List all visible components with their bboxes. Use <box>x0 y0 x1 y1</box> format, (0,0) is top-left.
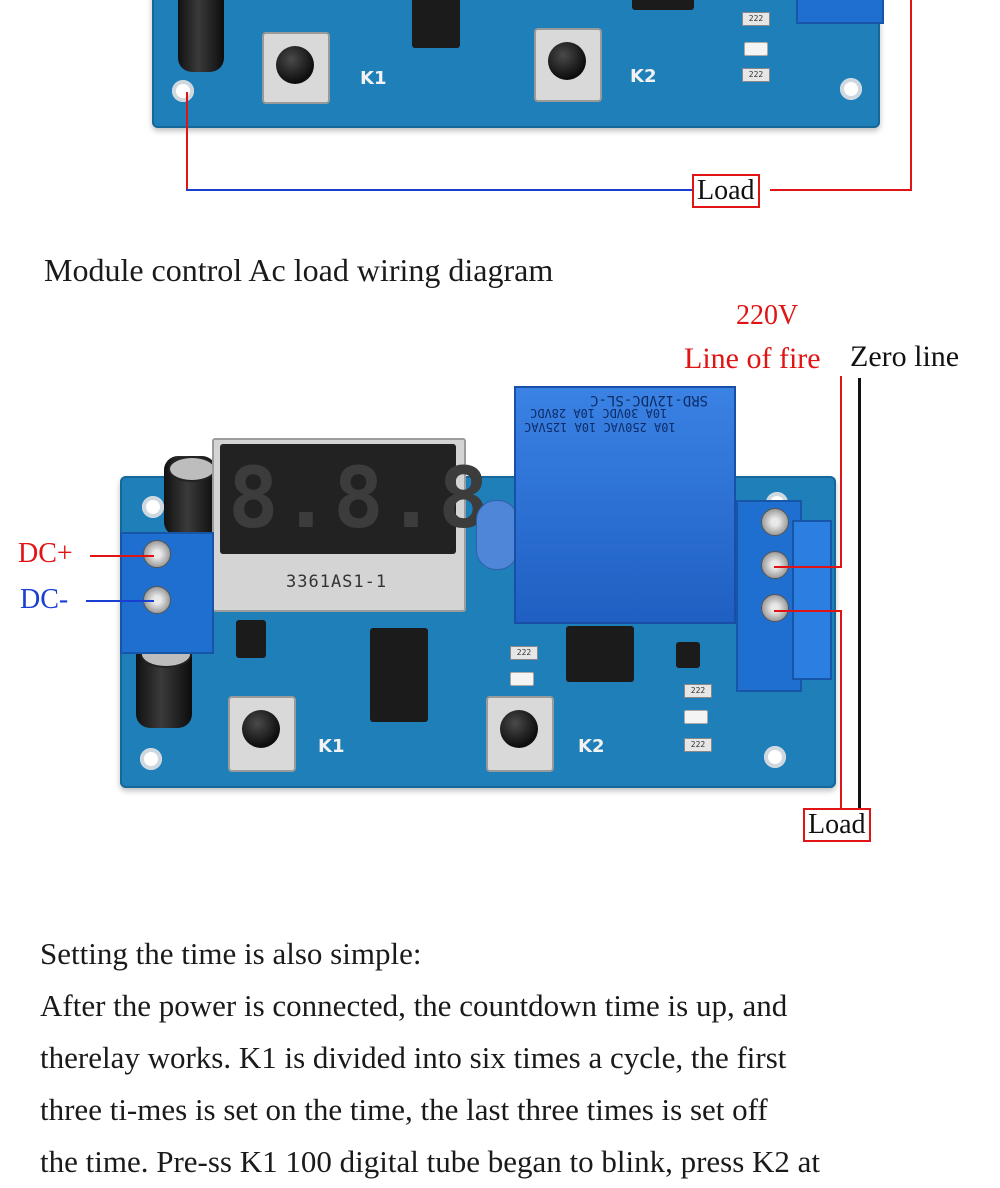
led-indicator-2 <box>684 710 708 724</box>
top-smd-resistor-1: 222 <box>742 12 770 26</box>
led-display-face <box>220 444 456 554</box>
top-wire-left-vertical <box>186 92 188 190</box>
fire-line-wire-vertical <box>840 376 842 568</box>
zero-line-label: Zero line <box>850 340 960 373</box>
description-line-2: therelay works. K1 is divided into six t… <box>40 1040 787 1075</box>
capacitor-top-cap <box>168 456 216 482</box>
top-k1-label: K1 <box>360 68 387 89</box>
k2-label: K2 <box>578 736 605 757</box>
top-led <box>744 42 768 56</box>
relay-marking-3: 10A 250VAC 10A 125VAC <box>524 420 676 434</box>
diode <box>676 642 700 668</box>
terminal-screw-3 <box>761 594 789 622</box>
fire-line-wire-horizontal <box>774 566 840 568</box>
mount-hole-bottom-left <box>140 748 162 770</box>
terminal-screw-2 <box>761 551 789 579</box>
led-display-part-number: 3361AS1-1 <box>286 572 388 592</box>
dc-plus-label: DC+ <box>18 538 73 569</box>
top-terminal-block <box>796 0 884 24</box>
terminal-screw-1 <box>761 508 789 536</box>
led-display-digits: 8.8.8 <box>228 449 491 547</box>
smd-resistor-2: 222 <box>684 684 712 698</box>
top-wire-bottom-blue <box>186 189 694 191</box>
top-wire-right-vertical <box>910 0 912 190</box>
mount-hole-bottom-right <box>764 746 786 768</box>
description-heading: Setting the time is also simple: <box>40 936 422 971</box>
ceramic-capacitor <box>476 500 518 570</box>
smd-resistor-1: 222 <box>510 646 538 660</box>
relay-terminal-block-side <box>792 520 832 680</box>
top-ic-chip <box>412 0 460 48</box>
top-smd-resistor-2: 222 <box>742 68 770 82</box>
section-title: Module control Ac load wiring diagram <box>44 252 554 288</box>
k1-knob <box>242 710 280 748</box>
top-board-mount-hole-left <box>172 80 194 102</box>
dc-screw-plus <box>143 540 171 568</box>
zero-line-wire <box>858 378 861 808</box>
load-wire-horizontal <box>774 610 840 612</box>
dc-minus-label: DC- <box>20 584 69 615</box>
top-board-mount-hole-right <box>840 78 862 100</box>
smd-resistor-3: 222 <box>684 738 712 752</box>
top-relay-driver-chip <box>632 0 694 10</box>
load-wire-vertical <box>840 610 842 808</box>
top-k2-label: K2 <box>630 66 657 87</box>
description-line-3: three ti-mes is set on the time, the las… <box>40 1092 768 1127</box>
top-load-label: Load <box>692 174 760 208</box>
fire-line-label: Line of fire <box>684 342 821 375</box>
dc-minus-wire <box>86 600 154 602</box>
dc-plus-wire <box>90 555 154 557</box>
description-line-1: After the power is connected, the countd… <box>40 988 788 1023</box>
relay <box>514 386 736 624</box>
k2-knob <box>500 710 538 748</box>
mount-hole-top-left <box>142 496 164 518</box>
top-k1-knob <box>276 46 314 84</box>
ic-chip <box>370 628 428 722</box>
relay-marking-2: 10A 30VDC 10A 28VDC <box>530 406 668 420</box>
top-k2-knob <box>548 42 586 80</box>
led-indicator-1 <box>510 672 534 686</box>
description-line-4: the time. Pre-ss K1 100 digital tube beg… <box>40 1144 821 1179</box>
k1-label: K1 <box>318 736 345 757</box>
top-capacitor <box>178 0 224 72</box>
optocoupler <box>566 626 634 682</box>
transistor <box>236 620 266 658</box>
load-label: Load <box>803 808 871 842</box>
voltage-label: 220V <box>736 300 799 331</box>
top-wire-right-horizontal <box>770 189 912 191</box>
